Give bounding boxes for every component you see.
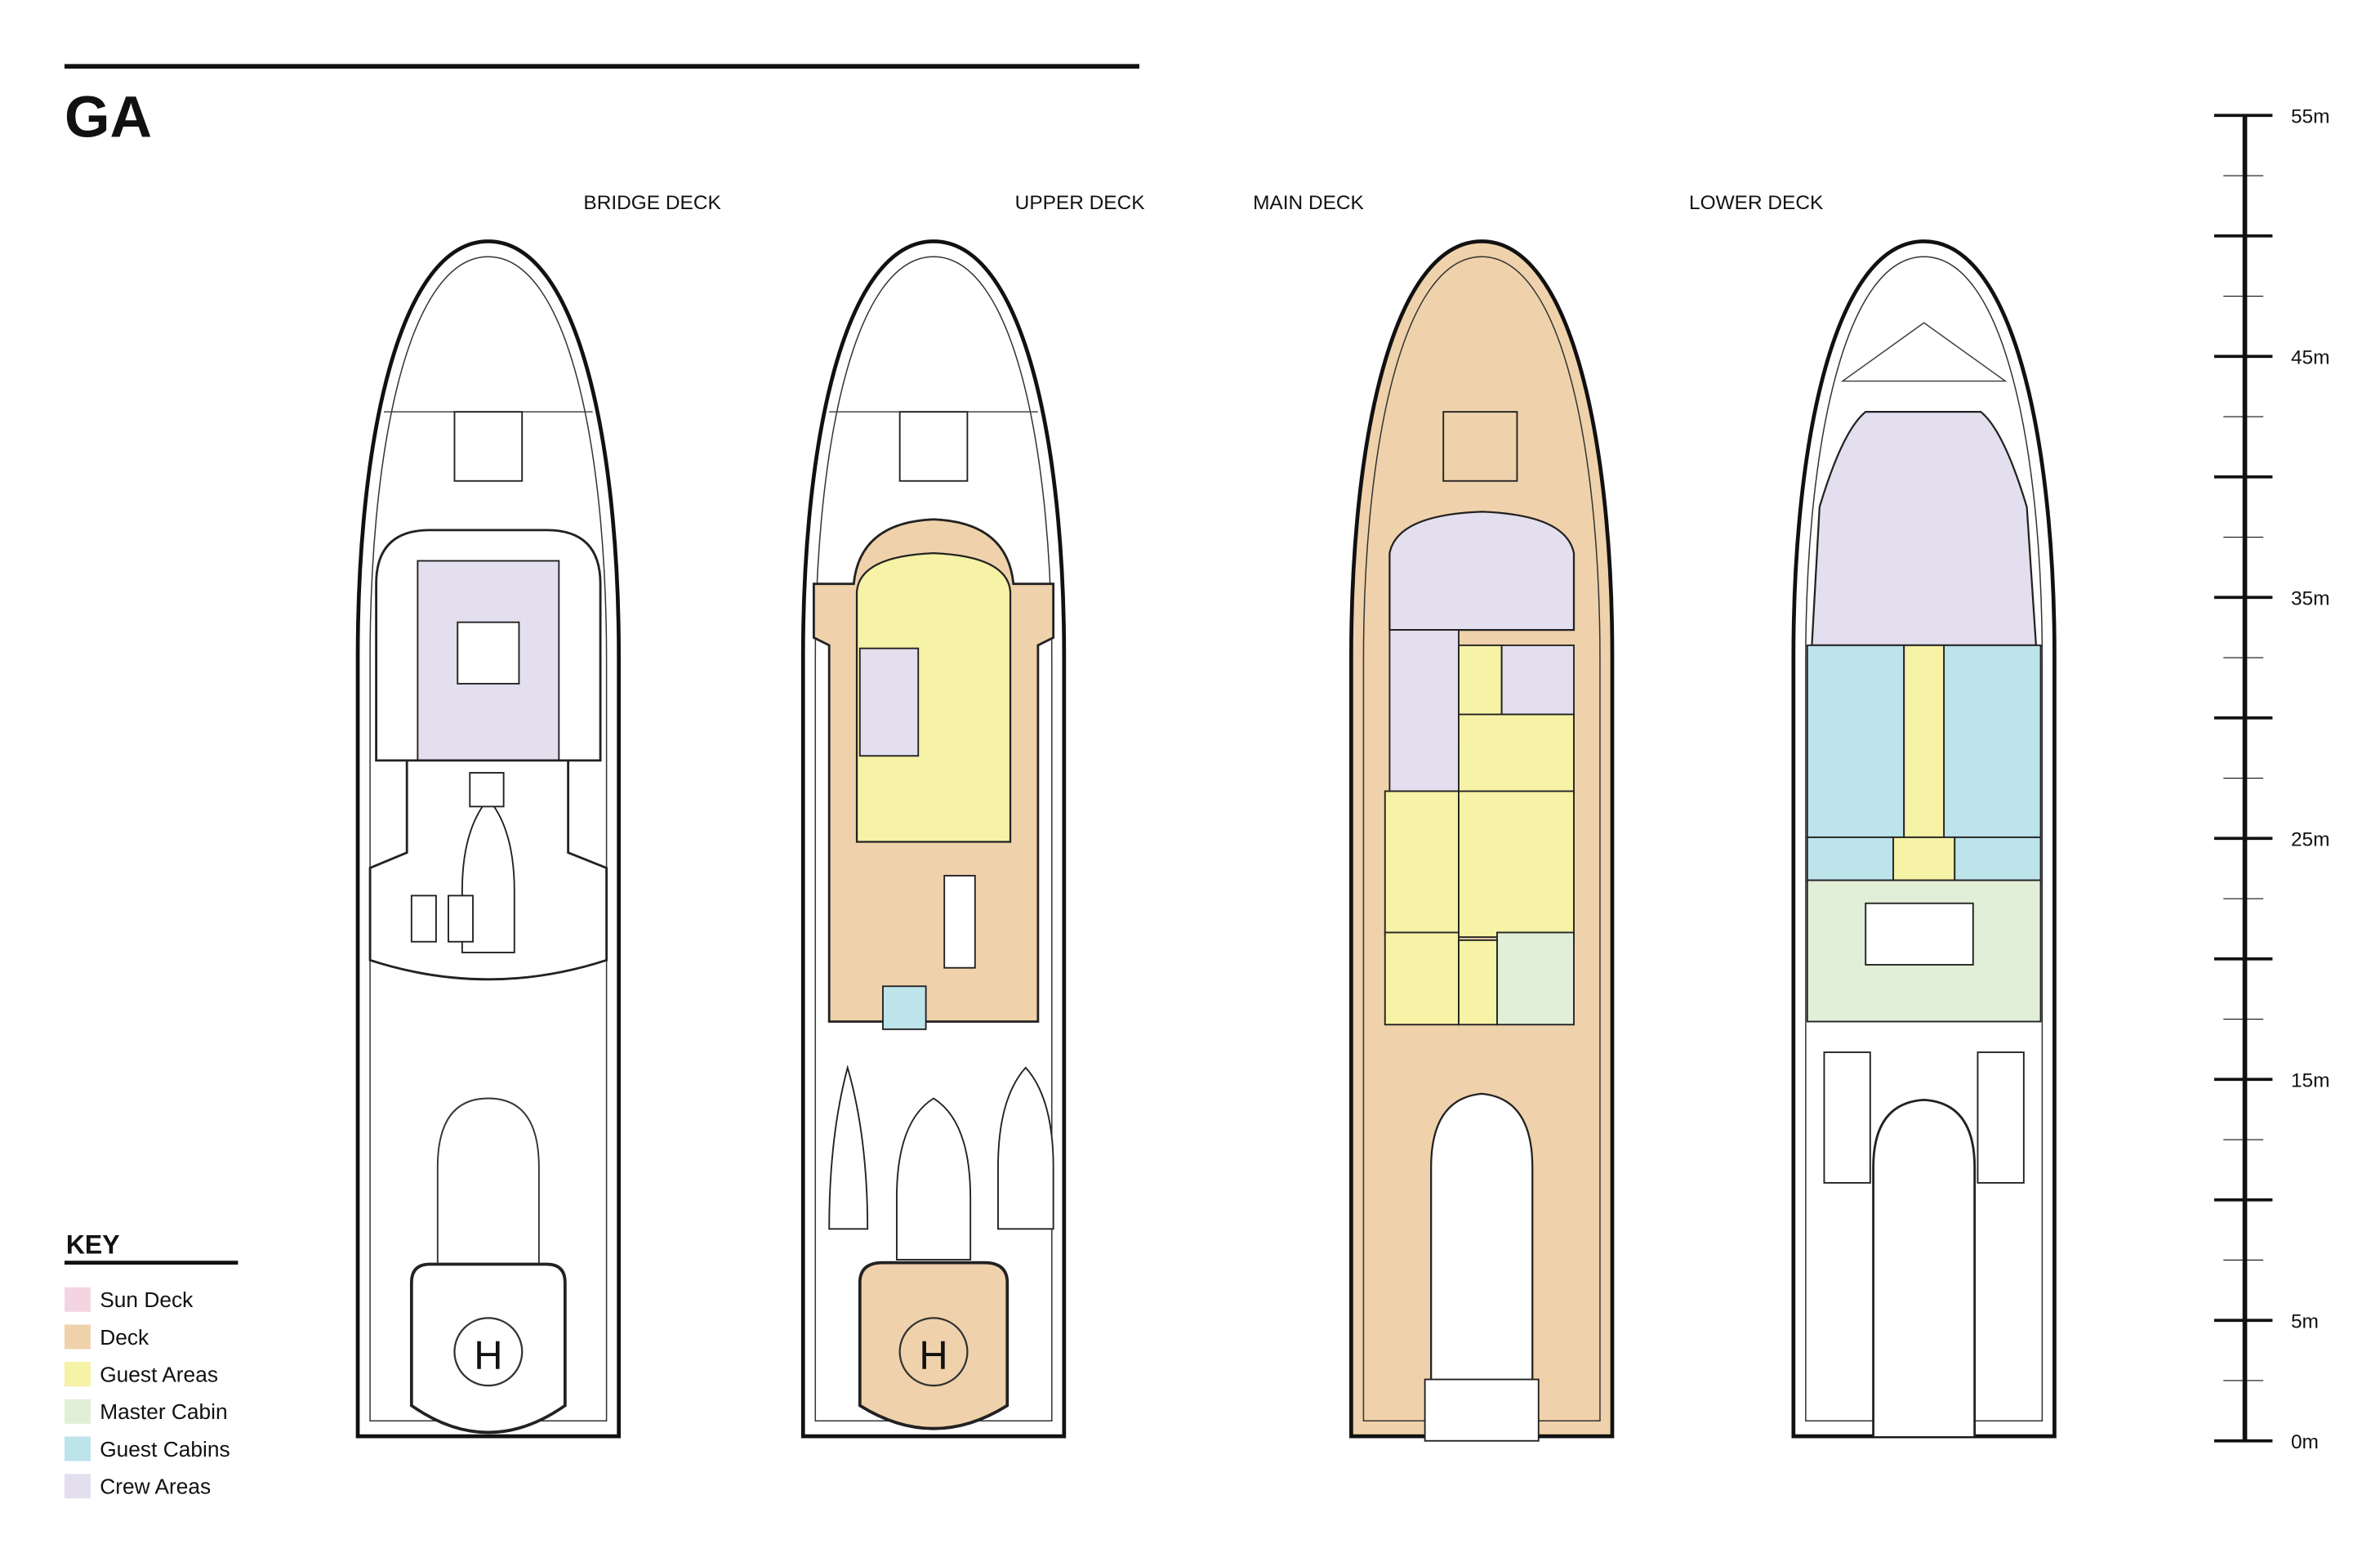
scale-label: 5m xyxy=(2291,1311,2319,1333)
key-swatch xyxy=(64,1399,91,1424)
scale-label: 35m xyxy=(2291,588,2330,610)
key-label: Crew Areas xyxy=(100,1475,211,1499)
crew-pantry-upper xyxy=(858,647,920,757)
helipad-upper xyxy=(858,1261,1009,1430)
aft-arch-bridge xyxy=(436,1097,540,1268)
key-swatch xyxy=(64,1362,91,1387)
dining-table-upper xyxy=(943,874,976,969)
tender-garage-main xyxy=(1430,1092,1534,1438)
key-swatch xyxy=(64,1287,91,1312)
scale-label: 25m xyxy=(2291,829,2330,851)
key-title: KEY xyxy=(66,1229,120,1259)
guest-cabins-starboard-lower xyxy=(1943,644,2042,838)
scale-label: 0m xyxy=(2291,1431,2319,1453)
lobby-lower xyxy=(1892,836,1956,881)
key-label: Master Cabin xyxy=(100,1399,227,1424)
study-main xyxy=(1384,931,1460,1026)
key-swatch xyxy=(64,1474,91,1499)
scale-label: 15m xyxy=(2291,1070,2330,1092)
dining-main xyxy=(1384,790,1460,939)
key-label: Sun Deck xyxy=(100,1287,194,1312)
master-bed-lower xyxy=(1865,902,1974,966)
saloon-main xyxy=(1458,790,1575,939)
guest-saloon-upper xyxy=(855,551,1012,843)
stair-bridge xyxy=(457,621,520,685)
forepeak-lower xyxy=(1840,322,2008,382)
helipad-label-bridge: H xyxy=(474,1333,502,1377)
key-label: Guest Areas xyxy=(100,1363,218,1387)
helipad-label-upper: H xyxy=(919,1333,947,1377)
rib-upper xyxy=(997,1066,1054,1230)
hatch-bridge xyxy=(469,771,505,808)
scale-label: 45m xyxy=(2291,347,2330,369)
wheelhouse-console-bridge xyxy=(453,411,524,482)
tender-bay-lower xyxy=(1872,1098,1977,1437)
helipad-circle-upper xyxy=(898,1317,969,1387)
corridor-lower xyxy=(1903,644,1945,838)
deck-label-bridge: BRIDGE DECK xyxy=(583,192,721,214)
tank-starboard-lower xyxy=(1977,1051,2025,1184)
pool-upper xyxy=(882,985,927,1030)
pantry-crew-main xyxy=(1500,644,1575,716)
key-swatch xyxy=(64,1324,91,1350)
key-label: Deck xyxy=(100,1325,149,1350)
vip-cabin-main xyxy=(1496,931,1575,1026)
deck-label-lower: LOWER DECK xyxy=(1689,192,1824,214)
sailboat-upper xyxy=(828,1064,869,1230)
guest-cabins-port-lower xyxy=(1806,644,1905,838)
key-swatch xyxy=(64,1436,91,1461)
tender-boat-bridge xyxy=(461,797,515,953)
tank-port-lower xyxy=(1823,1051,1871,1184)
jetski-1-bridge xyxy=(410,895,437,943)
deck-label-upper: UPPER DECK xyxy=(1015,192,1146,214)
tender-boat-upper xyxy=(895,1097,972,1261)
key-label: Guest Cabins xyxy=(100,1437,230,1461)
stern-notch-main xyxy=(1424,1378,1540,1442)
wheelhouse-crew-main xyxy=(1388,511,1576,631)
helipad-circle-bridge xyxy=(453,1317,524,1387)
foyer-main xyxy=(1458,713,1575,796)
helipad-bridge xyxy=(409,1262,567,1435)
galley-crew-main xyxy=(1388,629,1460,792)
page-title: GA xyxy=(65,85,152,150)
ensuite-starboard-lower xyxy=(1954,836,2042,881)
crew-quarters-lower xyxy=(1811,411,2038,647)
foredeck-hatch-main xyxy=(1442,411,1518,482)
ensuite-port-lower xyxy=(1806,836,1894,881)
foredeck-hatch-upper xyxy=(898,411,969,482)
stair-main xyxy=(1458,939,1498,1026)
deck-label-main: MAIN DECK xyxy=(1253,192,1364,214)
scale-label: 55m xyxy=(2291,106,2330,128)
jetski-2-bridge xyxy=(448,895,474,943)
